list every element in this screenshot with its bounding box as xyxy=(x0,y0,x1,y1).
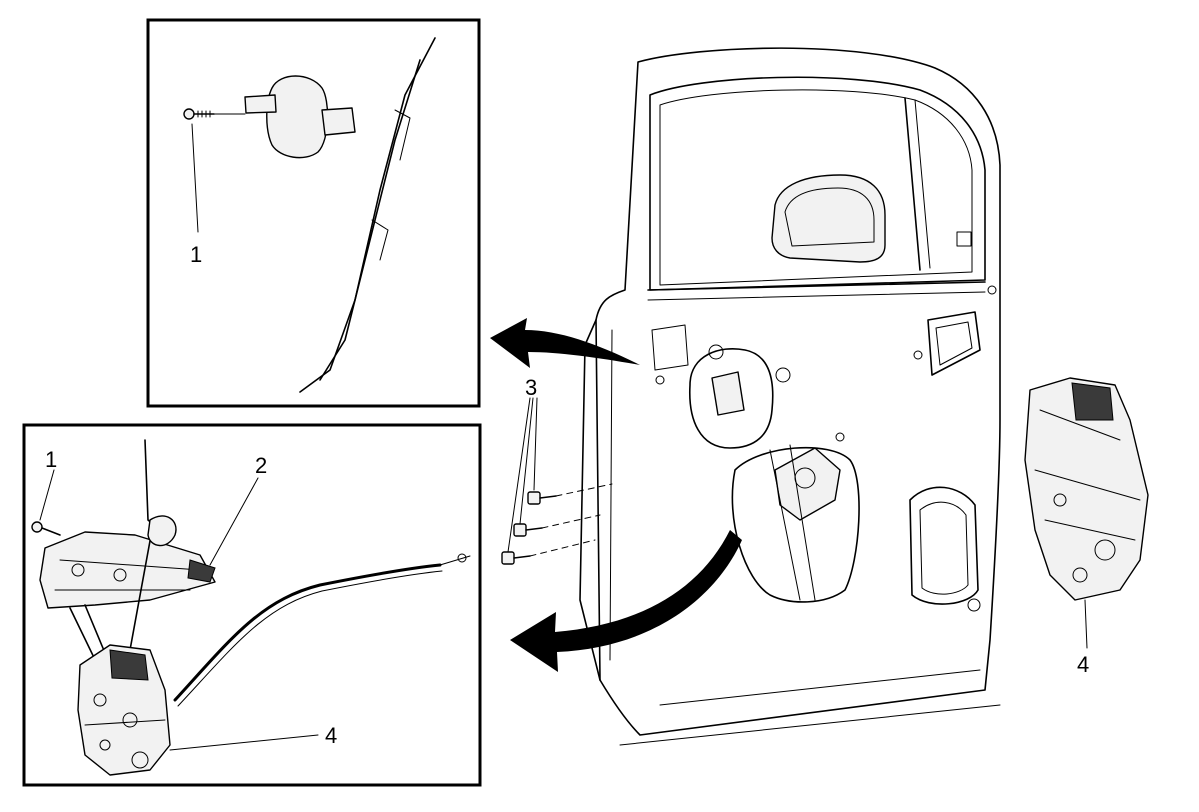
latch-screw xyxy=(501,551,531,565)
side-mirror xyxy=(771,174,886,263)
callout-1-bottom-inset: 1 xyxy=(45,447,57,472)
callout-4-latch: 4 xyxy=(1077,652,1089,677)
latch-screw xyxy=(513,523,543,537)
latch-screw xyxy=(527,491,557,505)
callout-3-door: 3 xyxy=(525,375,537,400)
handle-screw: 1 xyxy=(31,447,61,536)
door-latch-assembly: 4 xyxy=(1024,377,1149,677)
latch-screws-group: 3 xyxy=(501,375,613,565)
inner-access-hole-upper xyxy=(689,348,774,449)
door-outer-outline xyxy=(595,47,1001,736)
door-panel xyxy=(579,47,1001,746)
callout-4-bottom-inset: 4 xyxy=(325,723,337,748)
callout-1-top-inset: 1 xyxy=(190,242,202,267)
window-regulator-motor xyxy=(769,444,841,601)
outside-handle-cap xyxy=(244,75,356,159)
release-cable xyxy=(173,563,442,702)
callout-2-bottom-inset: 2 xyxy=(255,453,267,478)
inner-access-hole-lower xyxy=(731,446,860,603)
outside-handle-assembly xyxy=(39,531,216,609)
top-inset-panel: 1 xyxy=(146,18,481,408)
arrow-to-top-inset xyxy=(490,318,640,368)
handle-cap-screw xyxy=(183,108,246,233)
door-latch xyxy=(77,644,171,776)
bottom-inset-panel: 1 2 4 xyxy=(22,423,482,787)
window-frame-inner xyxy=(649,76,986,291)
arrow-to-bottom-inset xyxy=(510,530,742,672)
top-inset-frame xyxy=(146,18,481,408)
